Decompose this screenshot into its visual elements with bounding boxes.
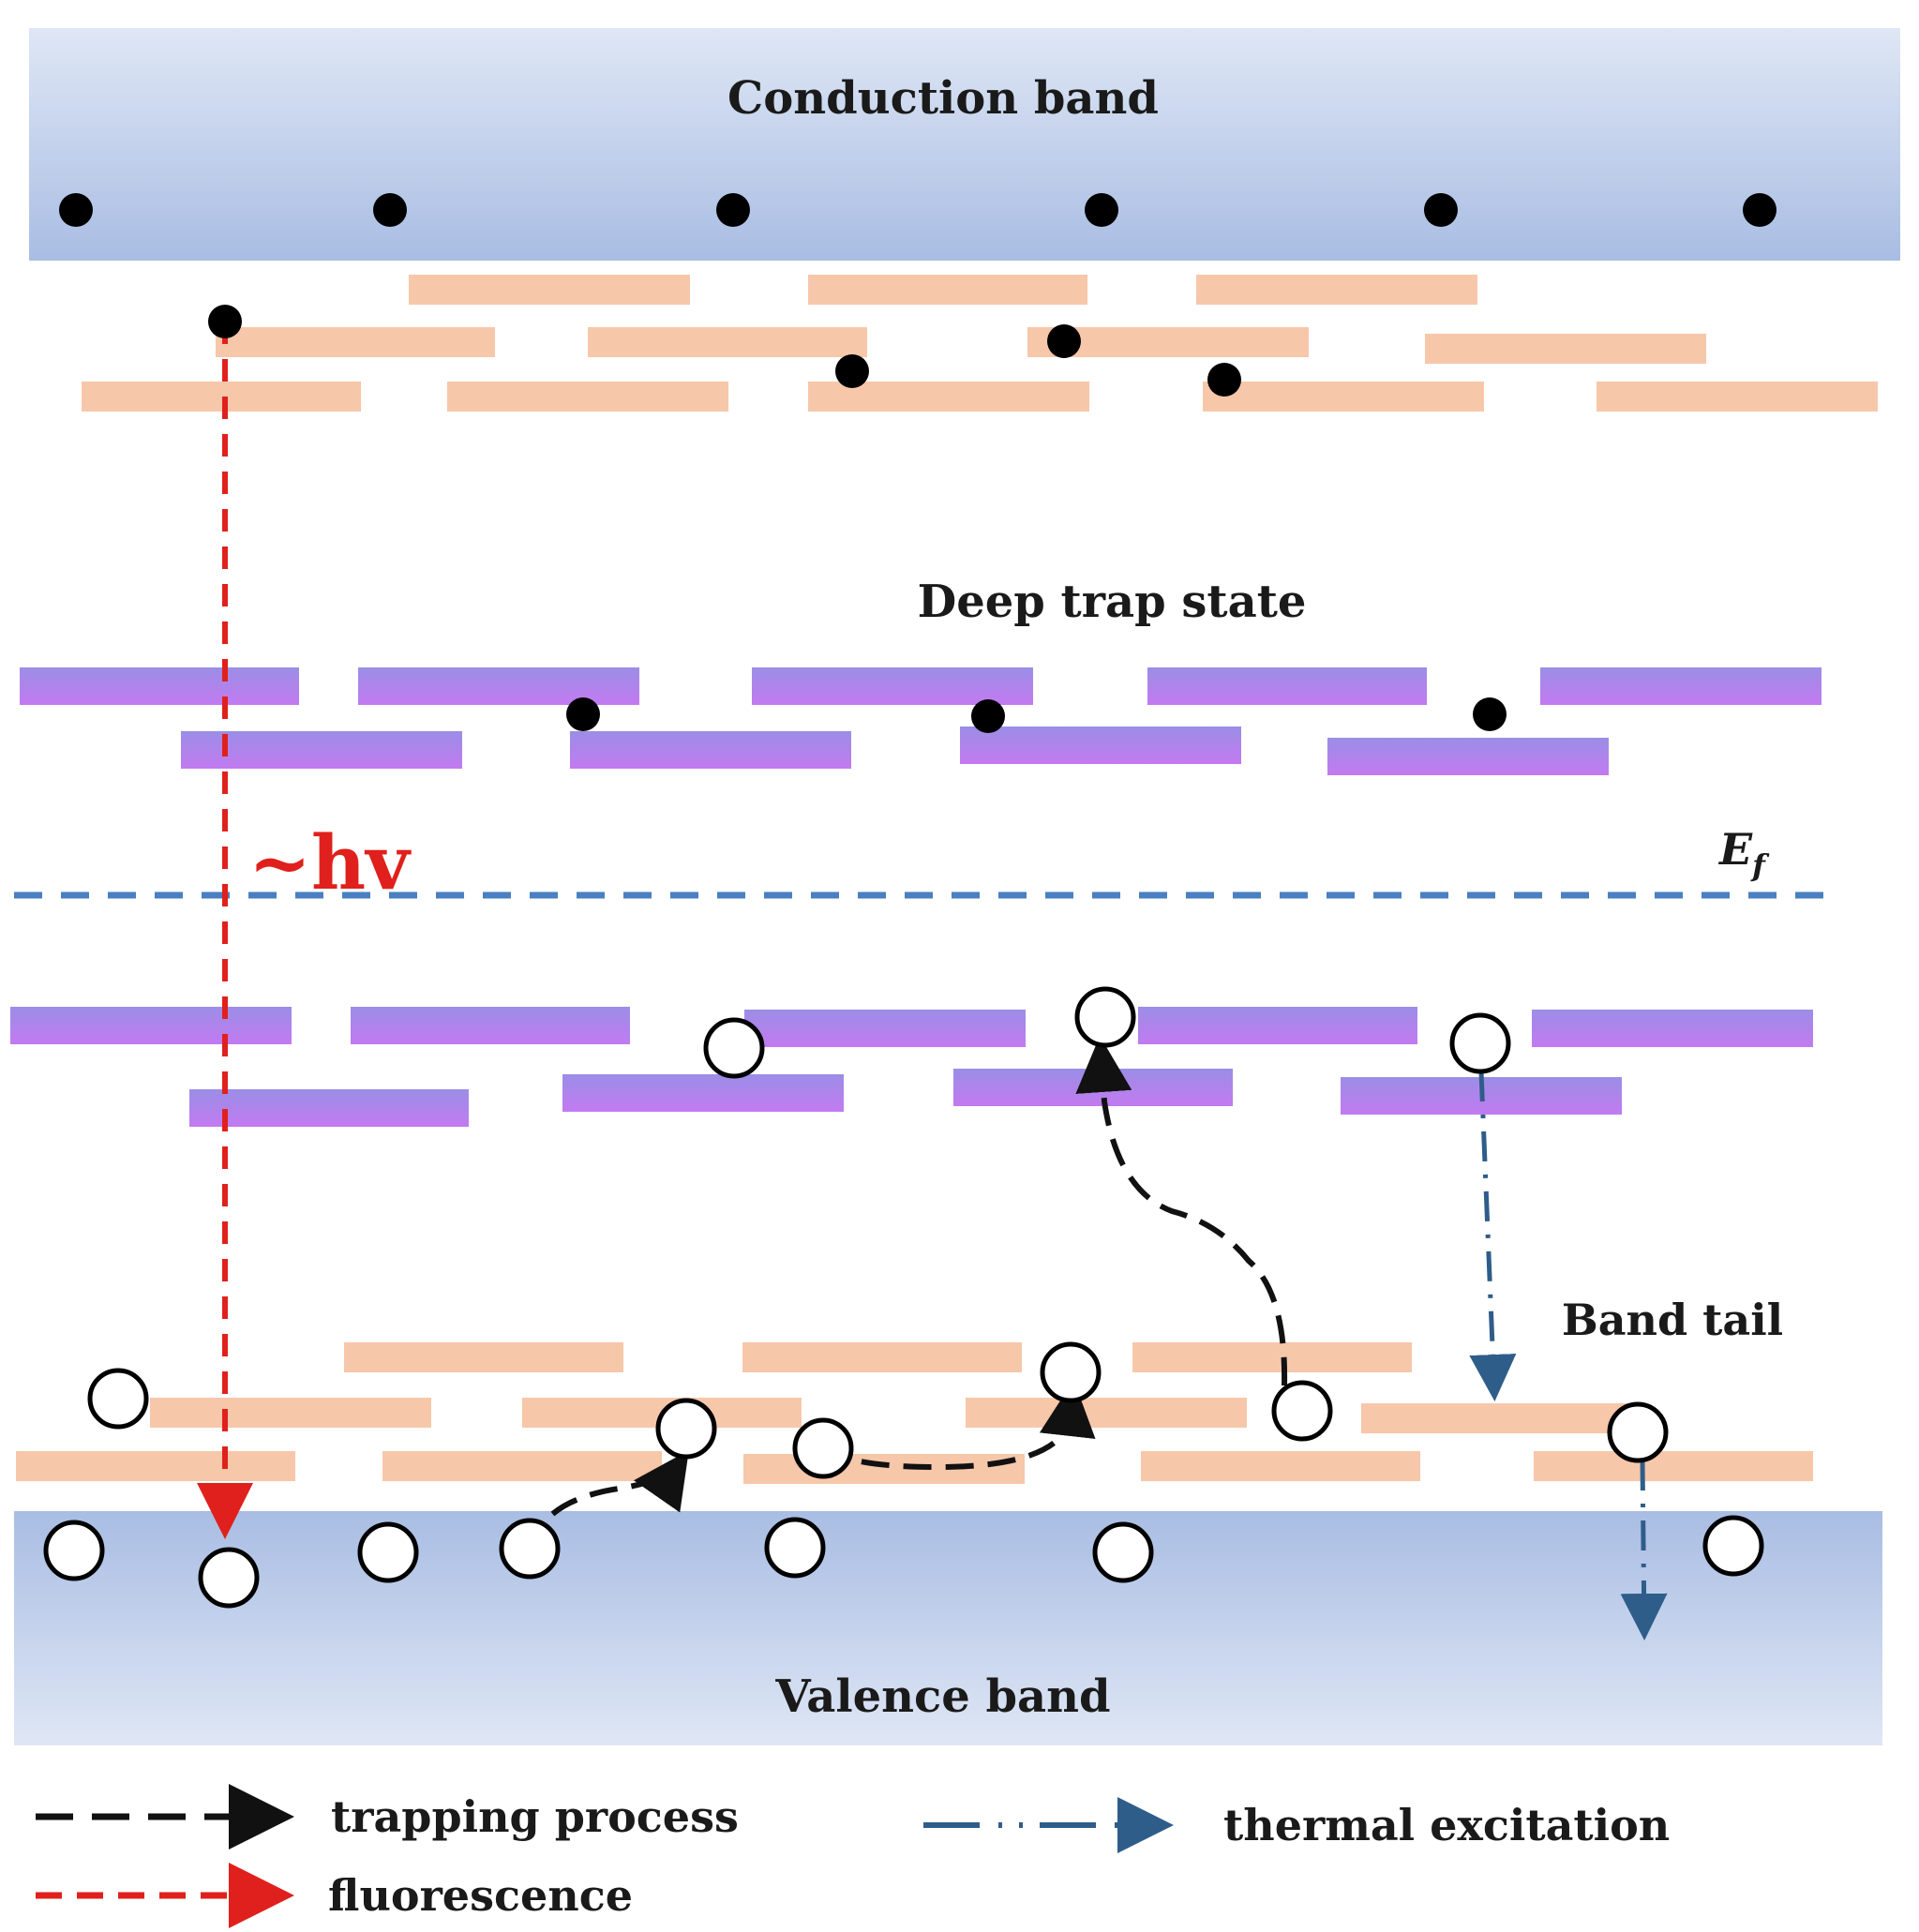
legend: trapping process thermal excitation fluo… [36,1784,1670,1928]
lower-shallow-levels [16,1342,1813,1484]
deep-level [1327,738,1609,775]
shallow-level [1361,1403,1642,1433]
shallow-level [1425,334,1706,364]
deep-level [358,667,639,705]
deep-level [953,1069,1233,1106]
hole [1074,986,1136,1048]
shallow-level [82,382,361,412]
shallow-level [216,327,495,357]
deep-level [1138,1007,1417,1044]
deep-level [570,731,851,769]
hole [792,1417,854,1479]
hole [1040,1341,1102,1403]
shallow-level [447,382,728,412]
hole [87,1368,149,1430]
conduction-band-label: Conduction band [727,72,1159,125]
shallow-level [743,1454,1025,1484]
valence-band-label: Valence band [774,1670,1110,1723]
electrons [59,193,1777,733]
fermi-level-label: Ef [1717,824,1770,883]
thermal-arrow [1469,1071,1517,1401]
shallow-level [16,1451,295,1481]
electron [59,193,93,227]
hole [1092,1521,1154,1583]
deep-level [20,667,299,705]
band-tail-label: Band tail [1562,1295,1783,1345]
thermal-arrows [1469,1071,1668,1640]
holes [43,986,1764,1609]
deep-level [744,1010,1026,1047]
legend-trapping-label: trapping process [331,1791,739,1842]
shallow-level [1196,275,1477,305]
electron [373,193,407,227]
legend-fluorescence-label: fluorescence [328,1870,633,1921]
deep-trap-levels-upper [20,667,1822,775]
hole [43,1520,105,1581]
valence-band [14,1511,1882,1745]
deep-level [351,1007,630,1044]
hole [1271,1380,1333,1442]
shallow-level [150,1398,431,1428]
shallow-level [1597,382,1878,412]
shallow-level [382,1451,662,1481]
electron [1047,324,1081,358]
electron [1473,697,1507,731]
legend-thermal-label: thermal excitation [1223,1800,1670,1850]
trapping-arrow [1075,1036,1288,1386]
electron [971,699,1005,733]
shallow-level [1203,382,1484,412]
shallow-level [409,275,690,305]
deep-trap-label: Deep trap state [918,576,1307,628]
hole [1449,1012,1511,1074]
photon-label: ~hv [248,818,412,906]
shallow-level [808,275,1087,305]
upper-shallow-levels [82,275,1878,412]
hole [764,1517,826,1579]
shallow-level [1141,1451,1420,1481]
hole [1607,1401,1669,1463]
hole [198,1547,260,1609]
hole [357,1521,419,1583]
shallow-level [966,1398,1247,1428]
electron [835,354,869,388]
electron [1085,193,1118,227]
hole [703,1017,765,1079]
shallow-level [588,327,867,357]
hole [499,1518,561,1580]
shallow-level [1534,1451,1813,1481]
deep-level [1540,667,1822,705]
hole [655,1398,717,1460]
electron [1207,363,1241,397]
deep-level [752,667,1033,705]
deep-level [189,1089,469,1127]
deep-level [10,1007,292,1044]
electron [208,305,242,338]
deep-level [1532,1010,1813,1047]
electron [1743,193,1777,227]
shallow-level [742,1342,1022,1372]
conduction-band [29,28,1900,261]
deep-trap-levels-lower [10,1007,1813,1127]
shallow-level [344,1342,623,1372]
deep-level [1147,667,1427,705]
deep-level [562,1074,844,1112]
shallow-level [1132,1342,1412,1372]
electron [1424,193,1458,227]
hole [1702,1515,1764,1577]
electron [716,193,750,227]
electron [566,697,600,731]
thermal-arrow [1620,1460,1668,1640]
deep-level [960,726,1241,764]
